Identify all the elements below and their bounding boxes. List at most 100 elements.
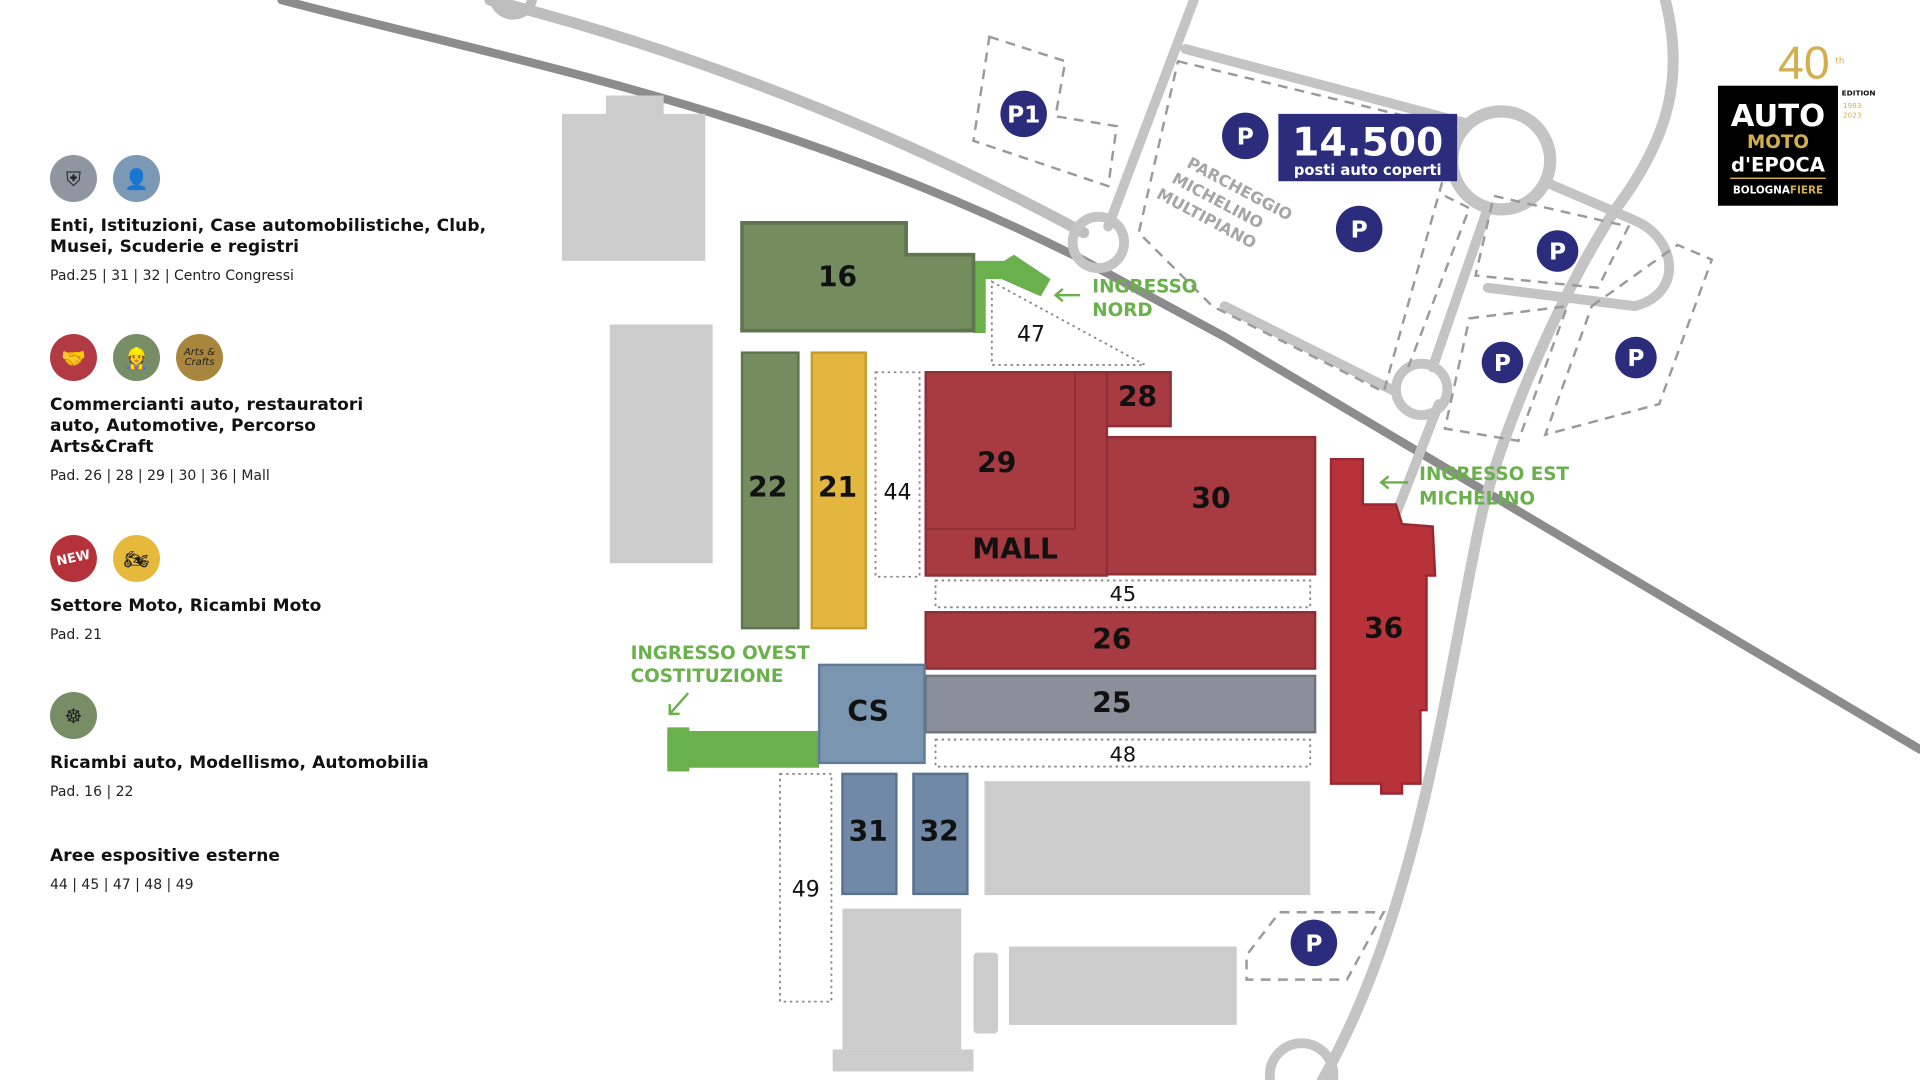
centro-servizi[interactable]: CS bbox=[817, 663, 926, 765]
pavilion-label: 21 bbox=[818, 471, 857, 504]
parking-marker[interactable]: P bbox=[1615, 336, 1657, 379]
parking-multipiano-label: PARCHEGGIO MICHELINO MULTIPIANO bbox=[1154, 153, 1296, 252]
motorcycle-icon: 🏍 bbox=[113, 535, 160, 582]
pavilion-label: 32 bbox=[920, 815, 959, 848]
pavilion-label: 28 bbox=[1118, 381, 1157, 414]
arrow-down-left-icon bbox=[668, 692, 690, 716]
pavilion-32[interactable]: 32 bbox=[912, 772, 969, 896]
parking-icon: P bbox=[1305, 930, 1322, 957]
parking-icon: P bbox=[1351, 217, 1368, 244]
legend-pavilions: Pad. 26 | 28 | 29 | 30 | 36 | Mall bbox=[50, 468, 270, 484]
parking-icon: P bbox=[1627, 345, 1644, 372]
area-47-label: 47 bbox=[1017, 323, 1045, 348]
area-44-label: 44 bbox=[884, 481, 912, 506]
entrance-label: NORD bbox=[1092, 300, 1152, 321]
parking-icon: P bbox=[1237, 123, 1254, 150]
pavilion-label: 29 bbox=[977, 447, 1016, 480]
entrance-gate bbox=[667, 727, 690, 772]
entrance-label: MICHELINO bbox=[1419, 488, 1535, 509]
parking-icon: P bbox=[1494, 350, 1511, 377]
pavilion-21[interactable]: 21 bbox=[810, 351, 867, 630]
pavilion-22[interactable]: 22 bbox=[740, 351, 800, 630]
pavilion-26[interactable]: 26 bbox=[924, 611, 1317, 670]
parking-icon: P bbox=[1549, 239, 1566, 266]
logo-epoca: d'EPOCA bbox=[1731, 153, 1826, 176]
mall[interactable]: MALL bbox=[972, 532, 1058, 565]
logo-auto: AUTO bbox=[1731, 99, 1826, 134]
parking-marker[interactable]: P bbox=[1536, 230, 1579, 272]
logo-moto: MOTO bbox=[1747, 132, 1809, 153]
parking-capacity-label: posti auto coperti bbox=[1294, 162, 1442, 179]
pavilion-label: 16 bbox=[818, 261, 857, 294]
legend-section-parts: ☸ Ricambi auto, Modellismo, Automobilia … bbox=[50, 692, 490, 800]
pavilion-label: 26 bbox=[1092, 623, 1131, 656]
pavilion-label: 31 bbox=[849, 815, 888, 848]
pavilion-label: CS bbox=[847, 695, 888, 728]
legend-title: Settore Moto, Ricambi Moto bbox=[50, 596, 322, 616]
parking-capacity-badge: 14.500 posti auto coperti bbox=[1278, 113, 1458, 182]
parking-label: P1 bbox=[1007, 101, 1040, 128]
legend-section-outdoor: Aree espositive esterne 44 | 45 | 47 | 4… bbox=[50, 846, 490, 893]
legend-title: Commercianti auto, restauratori auto, Au… bbox=[50, 395, 364, 457]
entrance-ovest[interactable]: INGRESSO OVEST COSTITUZIONE bbox=[631, 643, 811, 716]
mechanic-icon: 👷 bbox=[113, 334, 160, 381]
arts-crafts-icon: Arts & Crafts bbox=[176, 334, 223, 381]
pavilion-label: 30 bbox=[1191, 482, 1230, 515]
legend-section-moto: NEW 🏍 Settore Moto, Ricambi Moto Pad. 21 bbox=[45, 530, 490, 643]
legend-pavilions: Pad. 21 bbox=[50, 627, 102, 643]
roads bbox=[277, 0, 1920, 1080]
legend-section-institutions: ⛨ 👤 Enti, Istituzioni, Case automobilist… bbox=[50, 155, 490, 284]
edition-number: 40 bbox=[1778, 36, 1830, 88]
parking-marker[interactable]: P bbox=[1481, 341, 1524, 384]
parking-marker[interactable]: P bbox=[1290, 919, 1338, 967]
handshake-icon: 🤝 bbox=[50, 334, 97, 381]
arrow-left-icon bbox=[1053, 288, 1080, 303]
entrance-label: INGRESSO OVEST bbox=[631, 643, 811, 664]
legend-title: Enti, Istituzioni, Case automobilistiche… bbox=[50, 216, 487, 257]
legend-pavilions: 44 | 45 | 47 | 48 | 49 bbox=[50, 877, 194, 893]
auto-moto-depoca-logo: 40 th EDITION 1983 2023 AUTO MOTO d'EPOC… bbox=[1717, 36, 1876, 206]
parking-areas bbox=[972, 35, 1714, 981]
pavilion-36[interactable]: 36 bbox=[1329, 457, 1437, 795]
parking-marker[interactable]: P bbox=[1335, 205, 1383, 253]
area-45-label: 45 bbox=[1110, 582, 1136, 606]
edition-year: 1983 bbox=[1843, 101, 1862, 110]
legend-pavilions: Pad. 16 | 22 bbox=[50, 784, 134, 800]
entrance-label: INGRESSO EST bbox=[1419, 464, 1569, 485]
pavilion-16[interactable]: 16 bbox=[740, 221, 976, 333]
parking-marker[interactable]: P bbox=[1222, 112, 1269, 160]
pavilion-29[interactable]: 29 bbox=[924, 371, 1109, 577]
area-49-label: 49 bbox=[792, 877, 820, 902]
pavilion-25[interactable]: 25 bbox=[924, 674, 1317, 734]
steering-wheel-icon: ☸ bbox=[50, 692, 97, 739]
entrance-label: INGRESSO bbox=[1092, 277, 1197, 298]
pavilion-label: MALL bbox=[972, 532, 1058, 565]
entrance-corridor-ovest bbox=[667, 731, 820, 768]
pavilion-label: 22 bbox=[748, 471, 787, 504]
pavilion-label: 25 bbox=[1092, 687, 1131, 720]
outdoor-areas bbox=[779, 280, 1312, 1003]
legend-pavilions: Pad.25 | 31 | 32 | Centro Congressi bbox=[50, 268, 294, 284]
entrance-nord[interactable]: INGRESSO NORD bbox=[1053, 277, 1198, 321]
area-48-label: 48 bbox=[1110, 743, 1136, 767]
arrow-left-icon bbox=[1379, 475, 1409, 490]
pavilion-31[interactable]: 31 bbox=[841, 772, 898, 896]
businessman-icon: 👤 bbox=[113, 155, 160, 202]
entrance-est[interactable]: INGRESSO EST MICHELINO bbox=[1379, 464, 1570, 509]
shield-car-icon: ⛨ bbox=[50, 155, 97, 202]
parking-capacity: 14.500 bbox=[1292, 121, 1443, 166]
pavilion-30[interactable]: 30 bbox=[1105, 435, 1317, 576]
pavilion-label: 36 bbox=[1364, 612, 1403, 645]
entrance-label: COSTITUZIONE bbox=[631, 666, 784, 687]
legend-section-dealers: 🤝 👷 Arts & Crafts Commercianti auto, res… bbox=[50, 334, 490, 484]
edition-label: EDITION bbox=[1842, 89, 1876, 98]
legend-title: Aree espositive esterne bbox=[50, 846, 281, 866]
edition-year: 2023 bbox=[1843, 111, 1862, 120]
pavilion-28[interactable]: 28 bbox=[1105, 371, 1172, 428]
parking-p1[interactable]: P1 bbox=[1000, 90, 1047, 138]
legend-title: Ricambi auto, Modellismo, Automobilia bbox=[50, 753, 429, 773]
entrance-corridor-nord bbox=[973, 254, 1051, 334]
logo-brand: BOLOGNAFIERE bbox=[1733, 184, 1823, 196]
edition-sup: th bbox=[1836, 57, 1845, 67]
